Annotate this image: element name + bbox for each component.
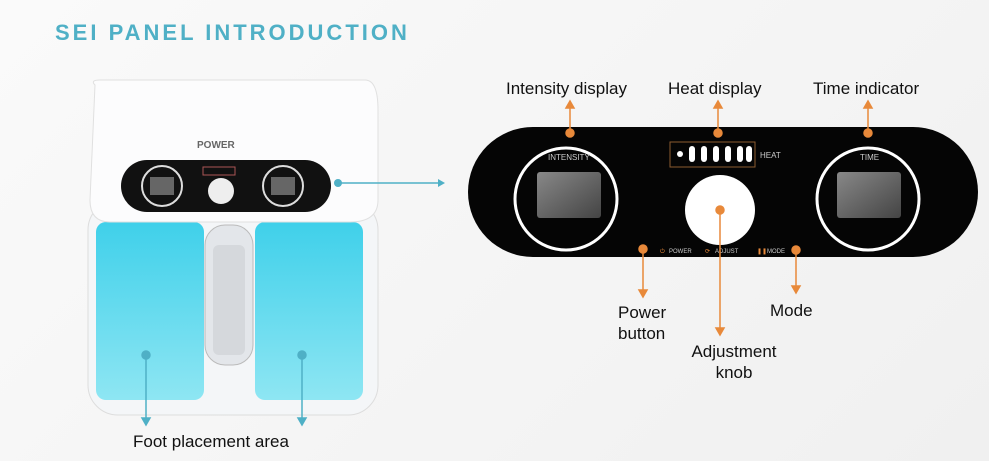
callout-adjustment-knob: Adjustment knob [691,342,777,382]
panel-time-label: TIME [860,153,879,162]
panel-power-label: POWER [669,249,692,255]
callout-mode: Mode [770,301,813,320]
control-panel: INTENSITY TIME HEAT ⏻ POWER ⟳ ADJUST ❚❚ … [468,127,978,257]
callout-power-button: Power button [618,303,667,343]
panel-intensity-label: INTENSITY [548,153,590,162]
right-foot-pad [255,222,363,400]
foot-spa-device: POWER [87,79,379,416]
callout-time-indicator: Time indicator [813,79,920,98]
panel-heat-label: HEAT [760,151,781,160]
time-screen [837,172,901,218]
page-title: SEI PANEL INTRODUCTION [55,20,410,45]
panel-mode-label: MODE [767,249,785,255]
callout-heat-display: Heat display [668,79,762,98]
intensity-screen [537,172,601,218]
brand-logo: POWER [197,140,236,151]
adjust-icon: ⟳ [705,249,710,255]
callout-foot-placement-area: Foot placement area [133,432,289,451]
panel-adjust-label: ADJUST [715,249,739,255]
callout-intensity-display: Intensity display [506,79,627,98]
mode-icon: ❚❚ [757,248,767,255]
left-foot-pad [96,222,204,400]
power-icon: ⏻ [660,248,665,255]
